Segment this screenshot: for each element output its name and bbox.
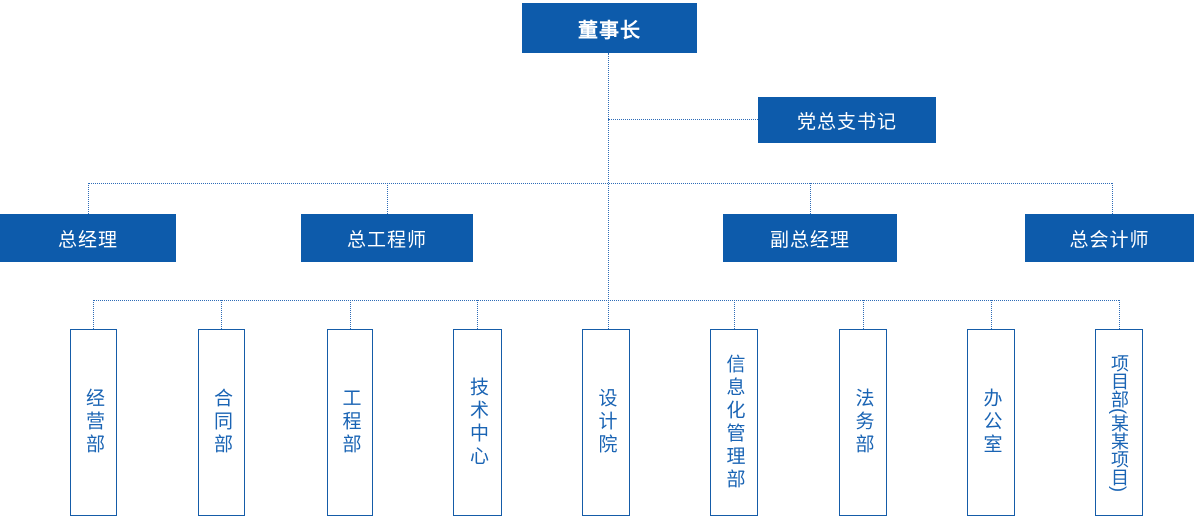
- connector-stub-dept-office: [991, 300, 992, 329]
- node-general-manager: 总经理: [0, 214, 176, 262]
- connector-stub-dept-legal: [863, 300, 864, 329]
- dept-label: 设计院: [595, 388, 617, 457]
- connector-party-secretary-link: [608, 119, 758, 120]
- connector-stub-dept-engineering: [350, 300, 351, 329]
- connector-stub-dept-contracts: [221, 300, 222, 329]
- connector-chairman-trunk: [608, 53, 609, 329]
- connector-stub-dept-project: [1119, 300, 1120, 329]
- connector-stub-dept-information: [734, 300, 735, 329]
- node-chief-engineer: 总工程师: [301, 214, 473, 262]
- connector-stub-chief-accountant: [1112, 183, 1113, 214]
- dept-label: 合同部: [211, 388, 232, 457]
- connector-stub-general-manager: [88, 183, 89, 214]
- connector-stub-dept-technology-center: [477, 300, 478, 329]
- connector-stub-deputy-general-manager: [810, 183, 811, 214]
- node-dept-legal: 法务部: [839, 329, 887, 516]
- connector-department-rail: [93, 300, 1119, 301]
- node-dept-design-institute: 设计院: [582, 329, 630, 516]
- connector-executive-rail: [88, 183, 1112, 184]
- dept-label: 项目部(某某项目): [1109, 353, 1129, 492]
- node-dept-operations: 经营部: [70, 329, 117, 516]
- node-chairman: 董事长: [522, 3, 697, 53]
- node-dept-project: 项目部(某某项目): [1095, 329, 1143, 516]
- node-deputy-general-manager: 副总经理: [723, 214, 897, 262]
- node-dept-engineering: 工程部: [327, 329, 373, 516]
- dept-label: 法务部: [852, 388, 874, 457]
- node-chief-accountant: 总会计师: [1025, 214, 1194, 262]
- node-dept-office: 办公室: [967, 329, 1015, 516]
- dept-label: 信息化管理部: [723, 353, 745, 492]
- node-dept-contracts: 合同部: [198, 329, 245, 516]
- dept-label: 经营部: [83, 388, 104, 457]
- node-party-branch-secretary: 党总支书记: [758, 97, 936, 143]
- node-dept-information-management: 信息化管理部: [710, 329, 758, 516]
- node-dept-technology-center: 技术中心: [453, 329, 502, 516]
- dept-label: 技术中心: [467, 376, 488, 469]
- connector-stub-chief-engineer: [387, 183, 388, 214]
- dept-label: 办公室: [980, 388, 1002, 457]
- dept-label: 工程部: [339, 388, 361, 457]
- connector-stub-dept-operations: [93, 300, 94, 329]
